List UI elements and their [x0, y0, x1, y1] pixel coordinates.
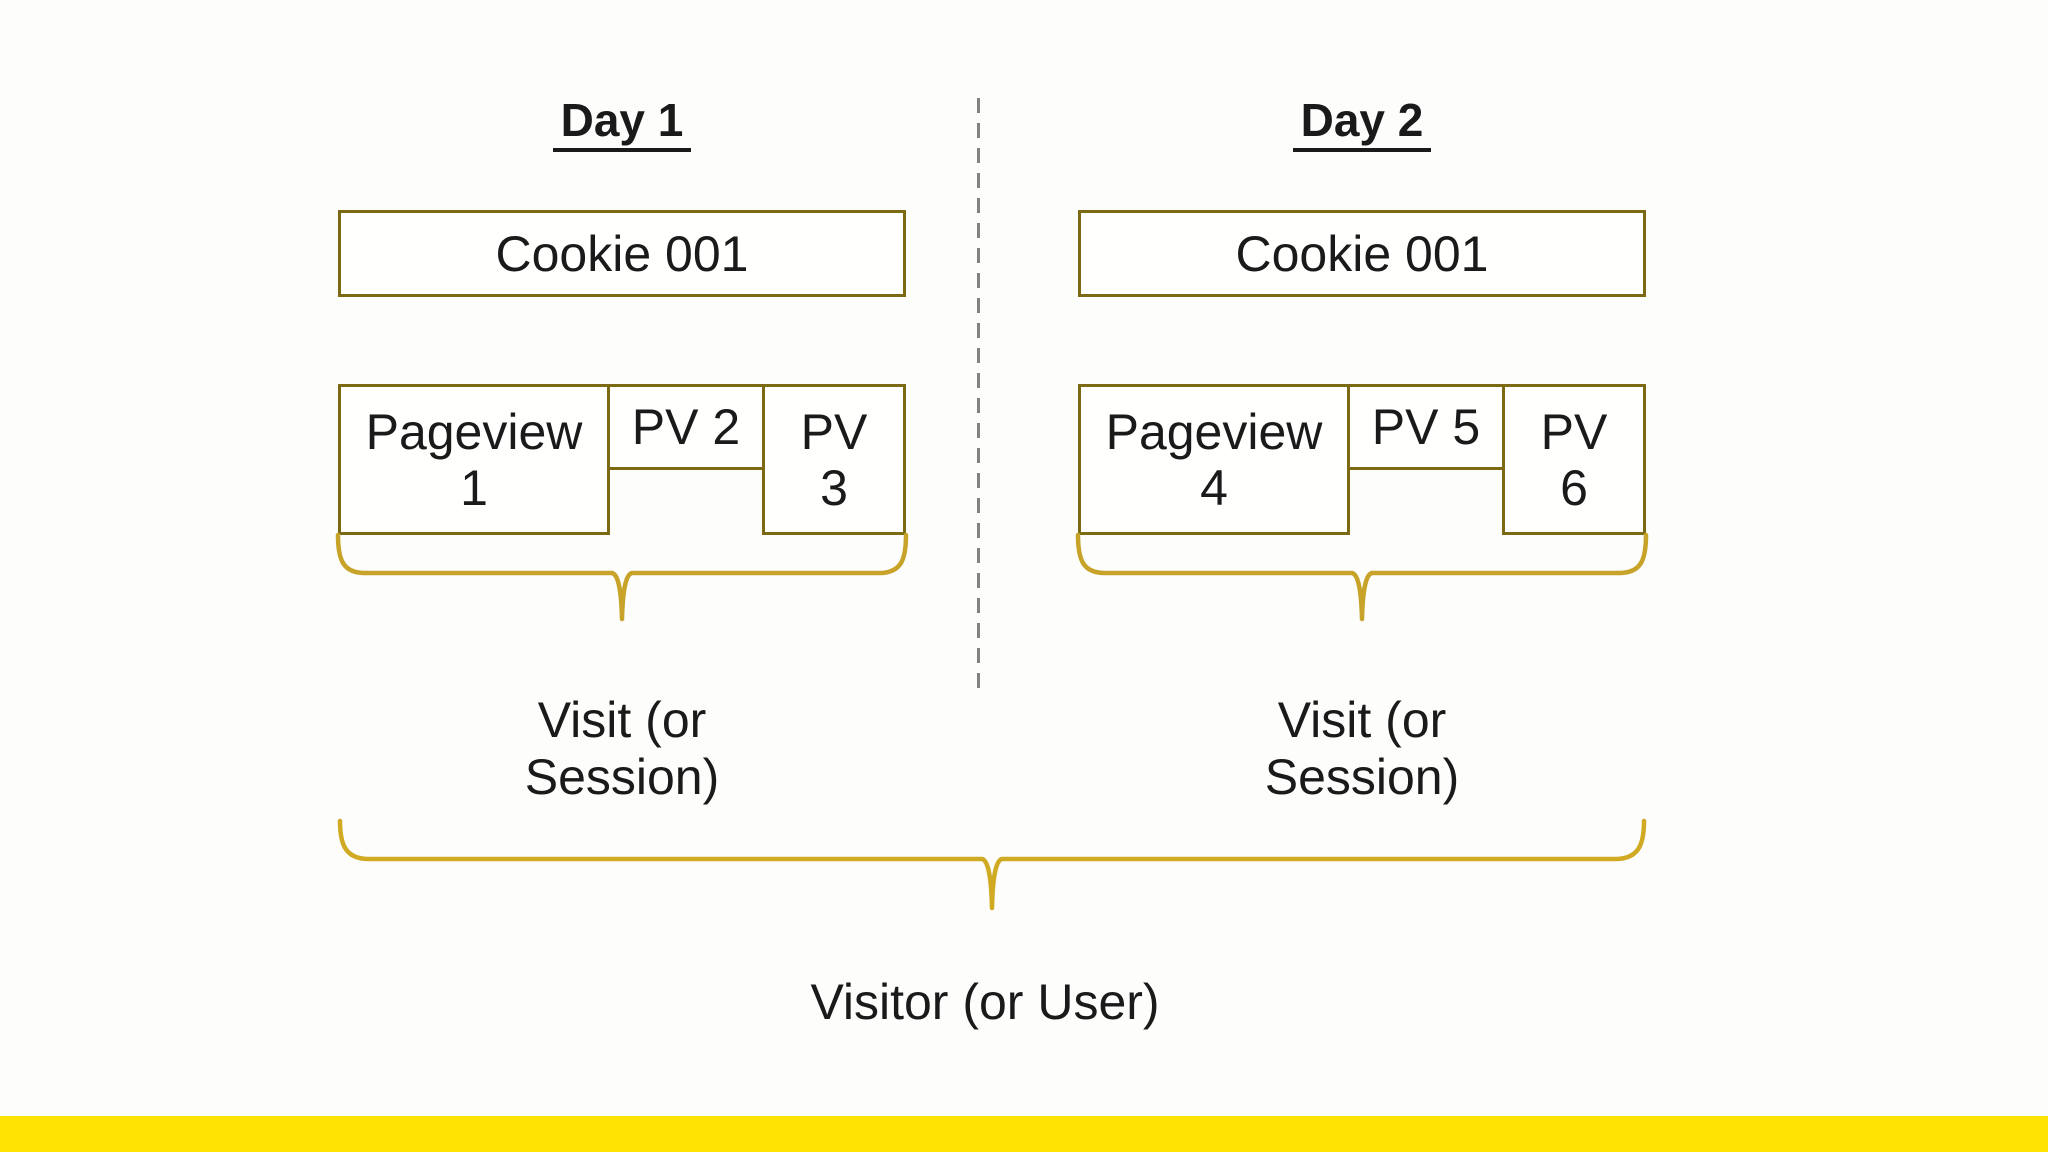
day1-pageview2-label: PV 2 [631, 399, 741, 455]
day1-title: Day 1 [338, 94, 906, 152]
day2-visit-label: Visit (or Session) [1264, 692, 1460, 805]
day2-title-text: Day 2 [1292, 94, 1432, 152]
day2-pageview5-box: PV 5 [1347, 384, 1505, 470]
day1-visit-label: Visit (or Session) [524, 692, 720, 805]
day2-pageview6-box: PV 6 [1502, 384, 1646, 535]
day1-pageview3-box: PV 3 [762, 384, 906, 535]
day2-cookie-label: Cookie 001 [1235, 225, 1489, 282]
day-divider-dashed-line [977, 98, 980, 695]
day1-pageview2-box: PV 2 [607, 384, 765, 470]
visitor-brace [337, 818, 1647, 911]
day1-pageview3-label: PV 3 [800, 403, 868, 516]
day1-visit-brace [335, 532, 909, 622]
day2-cookie-box: Cookie 001 [1078, 210, 1646, 297]
day2-visit-brace [1075, 532, 1649, 622]
day2-pageview6-label: PV 6 [1540, 403, 1608, 516]
day2-pageview5-label: PV 5 [1371, 399, 1481, 455]
day2-title: Day 2 [1078, 94, 1646, 152]
day2-pageview4-box: Pageview 4 [1078, 384, 1350, 535]
day1-pageview1-box: Pageview 1 [338, 384, 610, 535]
day1-pageview1-label: Pageview 1 [365, 403, 583, 516]
bottom-accent-bar [0, 1116, 2048, 1152]
day1-cookie-label: Cookie 001 [495, 225, 749, 282]
day1-cookie-box: Cookie 001 [338, 210, 906, 297]
day2-pageview4-label: Pageview 4 [1105, 403, 1323, 516]
day1-title-text: Day 1 [552, 94, 692, 152]
visitor-label: Visitor (or User) [810, 974, 1160, 1030]
